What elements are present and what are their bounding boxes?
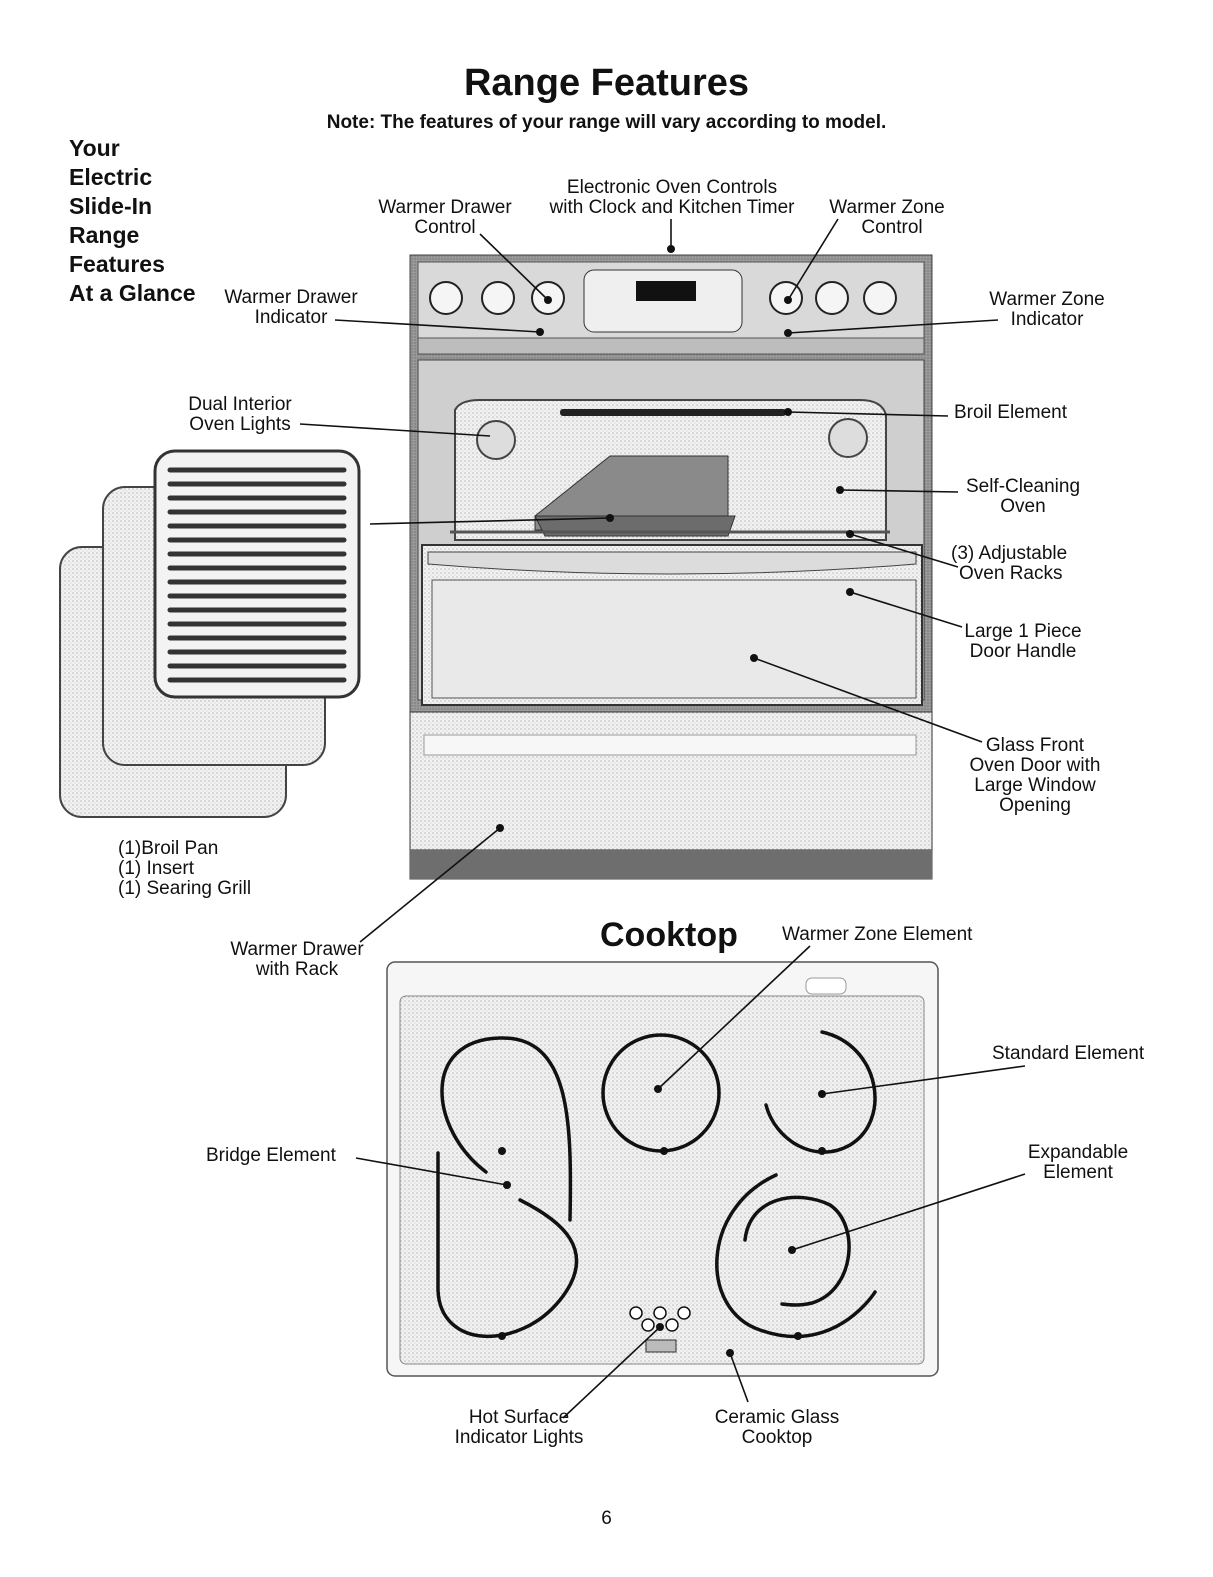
expandable-element-outer: [715, 1173, 877, 1339]
label-broil-pan: (1)Broil Pan (1) Insert (1) Searing Gril…: [118, 838, 252, 899]
expandable-element-inner: [743, 1195, 851, 1307]
control-knob: [481, 281, 515, 315]
sidebar-line: At a Glance: [69, 280, 196, 306]
label-expandable-element: Expandable Element: [1027, 1142, 1129, 1183]
oven-light-left: [476, 420, 516, 460]
door-window: [431, 579, 917, 699]
control-knob: [429, 281, 463, 315]
clock-display: [636, 281, 696, 301]
label-warmer-drawer-rack: Warmer Drawer with Rack: [230, 939, 364, 980]
cooktop-title: Cooktop: [600, 916, 738, 954]
label-self-cleaning-oven: Self-Cleaning Oven: [965, 476, 1081, 517]
label-warmer-zone-indicator: Warmer Zone Indicator: [989, 289, 1105, 330]
door-handle: [427, 551, 917, 575]
label-electronic-controls: Electronic Oven Controls with Clock and …: [549, 177, 795, 218]
control-knob: [815, 281, 849, 315]
cooktop-illustration: [386, 961, 939, 1377]
leader-lines: [299, 218, 1026, 1419]
label-adjustable-racks: (3) Adjustable Oven Racks: [951, 543, 1068, 584]
control-knob: [863, 281, 897, 315]
broil-element-bar: [560, 409, 786, 416]
sidebar-line: Your: [69, 135, 120, 161]
label-warmer-drawer-indicator: Warmer Drawer Indicator: [224, 287, 358, 328]
label-bridge-element: Bridge Element: [206, 1145, 336, 1166]
range-front: [409, 254, 933, 880]
label-dual-interior-lights: Dual Interior Oven Lights: [188, 394, 292, 435]
oven-light-right: [828, 418, 868, 458]
label-door-handle: Large 1 Piece Door Handle: [964, 621, 1082, 662]
label-warmer-zone-element: Warmer Zone Element: [782, 924, 973, 945]
broil-pan-set: [59, 449, 361, 818]
label-hot-surface-lights: Hot Surface Indicator Lights: [454, 1407, 584, 1448]
page-title: Range Features: [463, 62, 750, 104]
sidebar-heading: Your Electric Slide-In Range Features At…: [69, 134, 196, 308]
standard-element: [764, 1030, 877, 1154]
searing-grill: [153, 449, 361, 699]
label-ceramic-glass: Ceramic Glass Cooktop: [714, 1407, 840, 1448]
label-warmer-zone-control: Warmer Zone Control: [829, 197, 945, 238]
label-glass-door: Glass Front Oven Door with Large Window …: [969, 735, 1101, 816]
bridge-element-top: [440, 1036, 573, 1222]
sidebar-line: Range: [69, 222, 140, 248]
model-note: Note: The features of your range will va…: [326, 112, 887, 133]
page-number: 6: [601, 1508, 612, 1529]
label-broil-element: Broil Element: [954, 402, 1067, 423]
hot-surface-lights: [629, 1306, 691, 1332]
label-warmer-drawer-control: Warmer Drawer Control: [378, 197, 512, 238]
bridge-element-bottom: [436, 1151, 579, 1339]
sidebar-line: Electric: [69, 164, 153, 190]
label-standard-element: Standard Element: [992, 1043, 1145, 1064]
leader-dots: [496, 245, 854, 1357]
sidebar-line: Slide-In: [69, 193, 153, 219]
sidebar-line: Features: [69, 251, 165, 277]
warmer-drawer: [409, 711, 933, 851]
